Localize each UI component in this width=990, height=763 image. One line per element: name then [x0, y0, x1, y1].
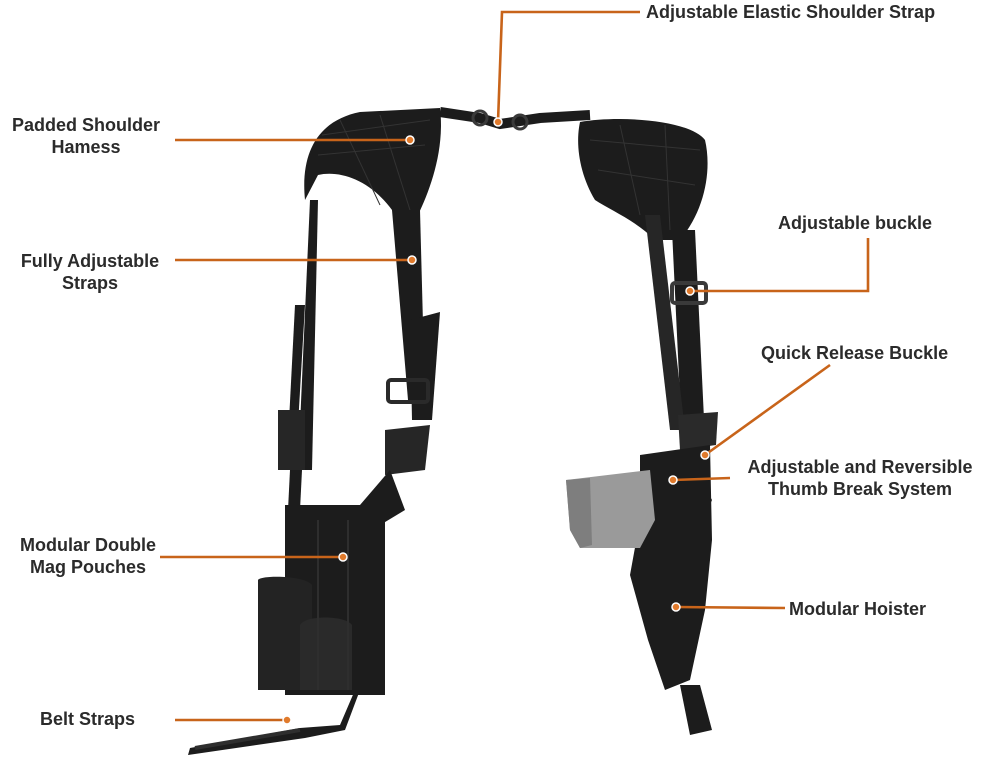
- label-thumb-break-system: Adjustable and Reversible Thumb Break Sy…: [747, 457, 973, 499]
- callout-lines: [160, 10, 870, 722]
- right-straps: [645, 215, 718, 450]
- label-modular-holster: Modular Hoister: [789, 599, 927, 619]
- label-fully-adjustable-straps: Fully Adjustable Straps: [20, 251, 160, 293]
- shoulder-connector-strap: [439, 107, 591, 131]
- label-elastic-shoulder-strap: Adjustable Elastic Shoulder Strap: [646, 2, 936, 22]
- label-quick-release-buckle: Quick Release Buckle: [761, 343, 949, 363]
- callout-dots: [282, 117, 710, 725]
- left-shoulder-pad: [304, 108, 441, 230]
- label-belt-straps: Belt Straps: [40, 709, 136, 729]
- right-shoulder-pad: [578, 119, 708, 240]
- label-adjustable-buckle: Adjustable buckle: [778, 213, 933, 233]
- left-straps: [278, 200, 440, 530]
- right-holster: [566, 445, 712, 735]
- label-padded-shoulder-harness: Padded Shoulder Hamess: [11, 115, 161, 157]
- left-belt-strap: [188, 690, 360, 755]
- label-mag-pouches: Modular Double Mag Pouches: [20, 535, 156, 577]
- left-mag-pouches: [258, 505, 385, 695]
